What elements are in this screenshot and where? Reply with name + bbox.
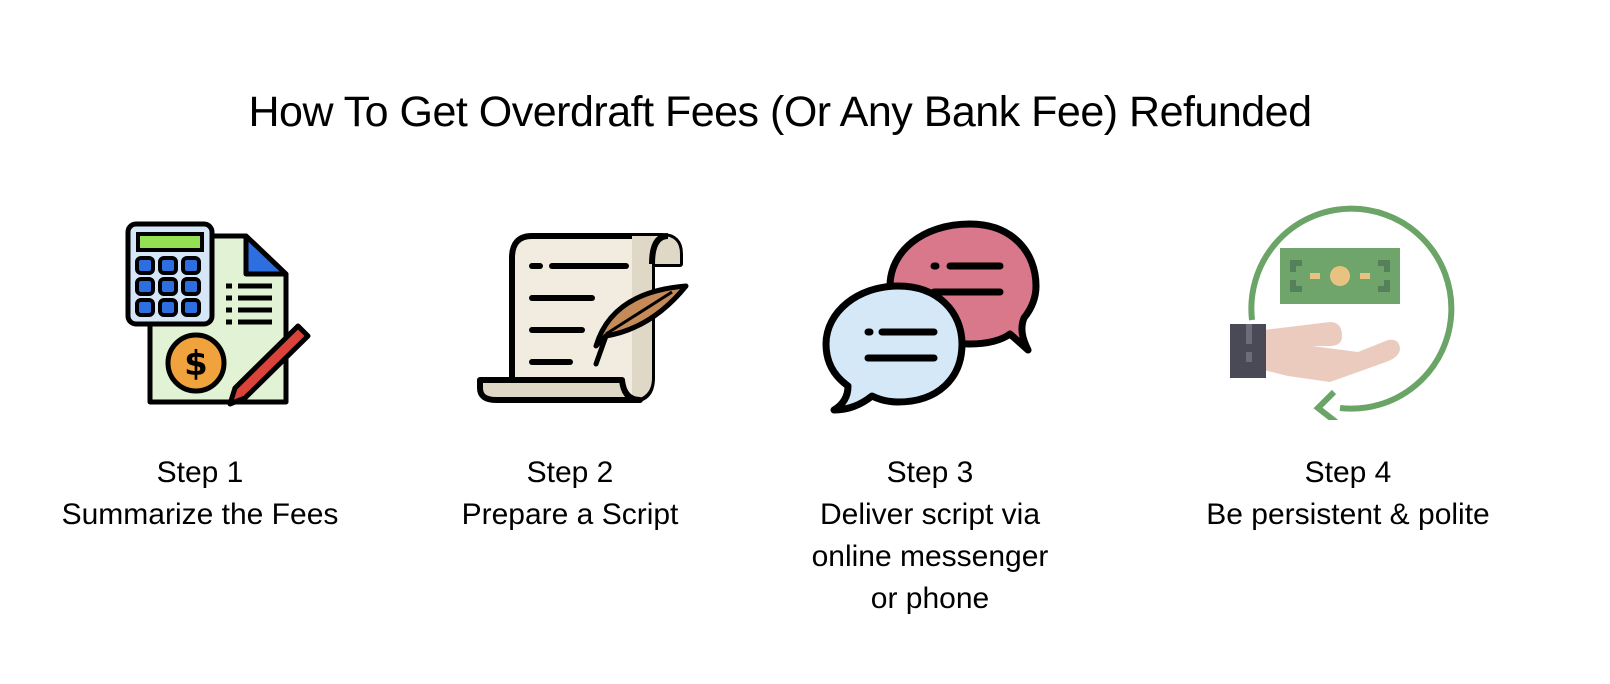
step-number: Step 4 [1304, 456, 1392, 489]
step-description: Be persistent & polite [1206, 498, 1490, 531]
step-number: Step 2 [526, 456, 614, 489]
step-1-label: Step 1 Summarize the Fees [0, 452, 400, 536]
page-title: How To Get Overdraft Fees (Or Any Bank F… [248, 88, 1312, 136]
step-description: online messenger [811, 540, 1049, 573]
step-number: Step 1 [156, 456, 244, 489]
step-description: Summarize the Fees [61, 498, 339, 531]
step-description: Deliver script via [819, 498, 1041, 531]
chat-bubbles-icon [822, 220, 1040, 414]
step-2-label: Step 2 Prepare a Script [370, 452, 770, 536]
step-3-label: Step 3 Deliver script via online messeng… [730, 452, 1130, 620]
refund-hand-money-icon [1230, 205, 1455, 420]
step-description: Prepare a Script [461, 498, 679, 531]
step-number: Step 3 [886, 456, 974, 489]
step-4-label: Step 4 Be persistent & polite [1148, 452, 1548, 536]
calculator-document-icon: $ [125, 221, 311, 407]
svg-text:$: $ [184, 344, 208, 384]
scroll-quill-icon [477, 233, 689, 403]
step-description: or phone [870, 582, 990, 615]
